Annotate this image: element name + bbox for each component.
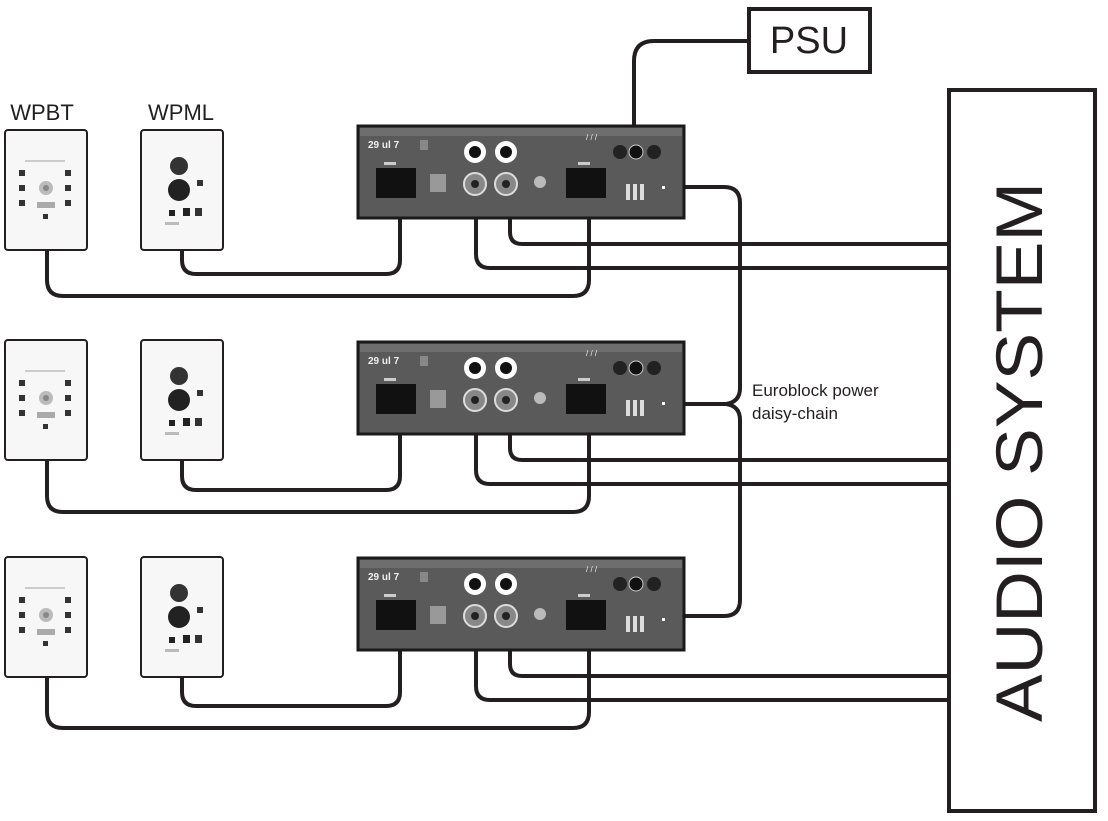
audio-out-wire-2 — [474, 650, 949, 702]
row-1 — [4, 124, 949, 298]
audio-out-wire-1 — [508, 218, 949, 246]
wpbt-to-device-wire — [45, 218, 591, 298]
daisy-chain-wire — [684, 185, 742, 618]
psu-power-wire — [632, 39, 749, 126]
interface-device — [356, 124, 686, 220]
wpml-wall-plate — [140, 339, 224, 461]
audio-system-label: AUDIO SYSTEM — [982, 182, 1056, 722]
wpbt-wall-plate — [4, 129, 88, 251]
audio-out-wire-1 — [508, 434, 949, 462]
audio-out-wire-1 — [508, 650, 949, 678]
interface-device — [356, 556, 686, 652]
audio-out-wire-2 — [474, 218, 949, 270]
wpbt-wall-plate — [4, 556, 88, 678]
wpbt-to-device-wire — [45, 650, 591, 730]
wpml-to-device-wire — [180, 218, 402, 276]
psu-block: PSU — [747, 7, 872, 74]
row-3 — [4, 556, 949, 730]
wpbt-to-device-wire — [45, 434, 591, 514]
wpml-wall-plate — [140, 556, 224, 678]
wpml-wall-plate — [140, 129, 224, 251]
psu-label: PSU — [770, 20, 848, 62]
wpbt-wall-plate — [4, 339, 88, 461]
audio-system-block: AUDIO SYSTEM — [947, 88, 1097, 813]
row-2 — [4, 339, 949, 514]
wpml-to-device-wire — [180, 434, 402, 492]
daisy-chain-annotation-line2: daisy-chain — [752, 404, 838, 423]
wpbt-header: WPBT — [10, 100, 74, 125]
wpml-header: WPML — [148, 100, 214, 125]
audio-out-wire-2 — [474, 434, 949, 486]
daisy-chain-annotation-line1: Euroblock power — [752, 381, 879, 400]
interface-device — [356, 340, 686, 436]
wpml-to-device-wire — [180, 650, 402, 708]
